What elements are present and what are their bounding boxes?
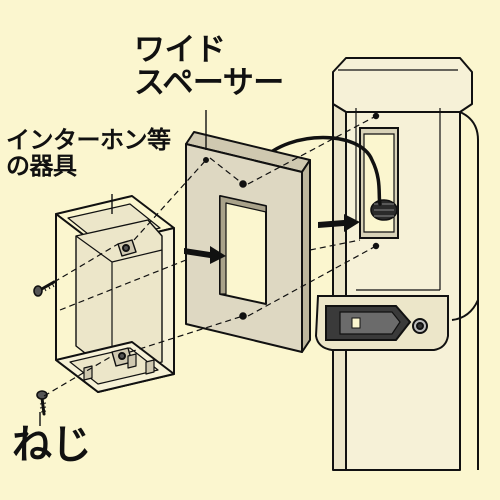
intercom-device-label-line2: の器具 (6, 151, 77, 180)
screw-label: ねじ (12, 422, 92, 468)
wide-spacer-label-line1: ワイド (134, 32, 226, 68)
terminal-block (370, 199, 398, 221)
insertion-arrow-left (184, 246, 226, 264)
intercom-device-frame (55, 195, 175, 393)
intercom-device-label-line1: インターホン等 (6, 126, 171, 154)
post-pole (332, 57, 479, 471)
screw-upper (33, 280, 56, 297)
assembly-guide-lines (43, 115, 377, 397)
post-lamp-housing (314, 295, 449, 351)
wide-spacer-label: ワイド スペーサー (134, 32, 284, 102)
wide-spacer-plate (185, 131, 311, 353)
wide-spacer-label-line2: スペーサー (134, 65, 284, 102)
insertion-arrow-right (318, 214, 360, 232)
cable (260, 135, 382, 206)
screw-lower (36, 390, 48, 416)
intercom-device-label: インターホン等 の器具 (6, 126, 171, 180)
